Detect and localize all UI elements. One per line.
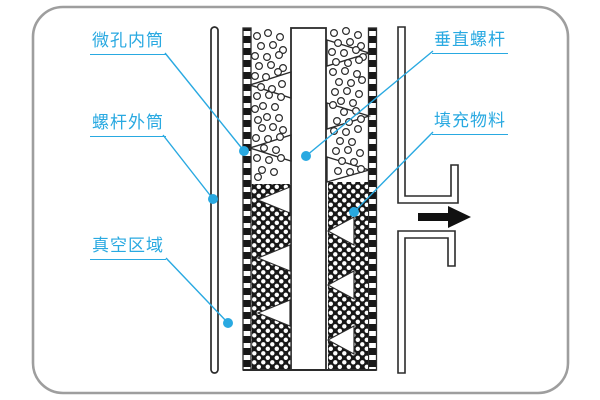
vapour-bubbles	[251, 27, 368, 182]
screw-shaft	[290, 27, 327, 371]
outer-wall-right-lower	[397, 230, 456, 374]
leader-dot-vacuum-zone	[223, 318, 233, 328]
label-vertical-screw: 垂直螺杆	[432, 30, 508, 54]
label-vacuum-zone: 真空区域	[90, 236, 166, 260]
leader-dot-inner-tube	[239, 146, 249, 156]
outer-wall-right-upper	[397, 26, 459, 204]
screw-flights-lower	[256, 186, 355, 356]
flow-direction-arrow-icon	[418, 206, 471, 228]
perforated-inner-wall-right	[367, 27, 378, 371]
label-fill-material: 填充物料	[432, 111, 508, 135]
leader-dot-outer-tube	[208, 194, 218, 204]
label-outer-tube: 螺杆外筒	[90, 113, 166, 137]
perforated-inner-wall-left	[242, 27, 252, 371]
leader-dot-fill-material	[349, 207, 359, 217]
figure-frame-border	[31, 5, 570, 395]
callout-leaders	[162, 50, 434, 328]
leader-dot-vertical-screw	[301, 151, 311, 161]
material-fill-left	[251, 184, 291, 370]
label-inner-tube: 微孔内筒	[90, 31, 166, 55]
